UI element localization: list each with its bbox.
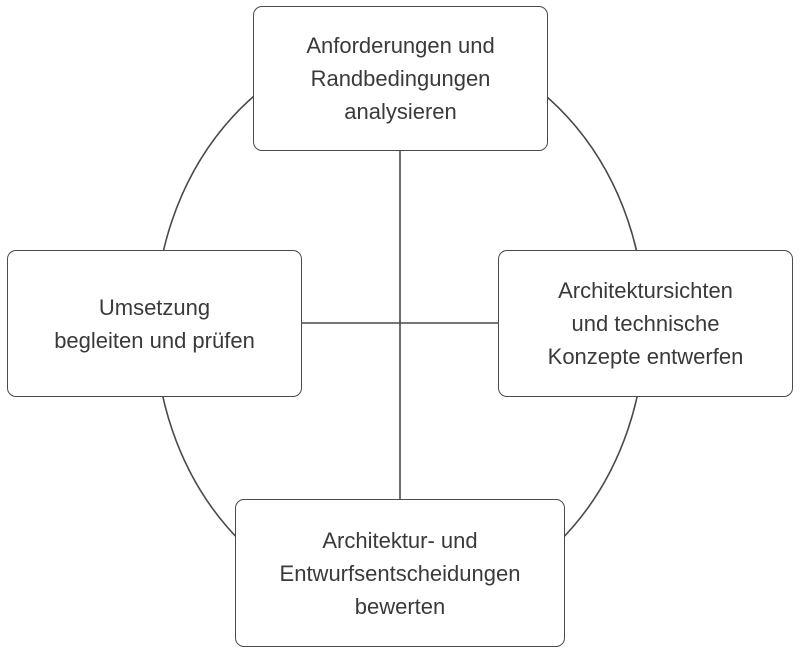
- node-label: Architektursichten und technische Konzep…: [548, 274, 744, 373]
- node-label-line: Anforderungen und: [306, 33, 495, 58]
- node-label-line: Architektur- und: [322, 527, 478, 553]
- node-label-line: Konzepte entwerfen: [547, 344, 744, 369]
- node-label-line: und technische: [571, 311, 720, 336]
- node-label: Architektur- und Entwurfsentscheidungen …: [280, 524, 521, 623]
- node-label-line: analysieren: [344, 99, 457, 124]
- node-label-line: begleiten und prüfen: [54, 327, 255, 353]
- node-label: Anforderungen und Randbedingungen analys…: [306, 29, 494, 128]
- node-evaluate-decisions: Architektur- und Entwurfsentscheidungen …: [235, 499, 565, 647]
- node-label-line: Randbedingungen: [310, 66, 491, 91]
- node-architecture-views: Architektursichten und technische Konzep…: [498, 250, 793, 397]
- node-label-line: Architektursichten: [558, 278, 733, 303]
- node-label-line: Entwurfsentscheidungen: [279, 560, 521, 586]
- node-implementation-review: Umsetzung begleiten und prüfen: [7, 250, 302, 397]
- node-requirements-analysis: Anforderungen und Randbedingungen analys…: [253, 6, 548, 151]
- node-label-line: bewerten: [354, 593, 446, 619]
- node-label: Umsetzung begleiten und prüfen: [54, 291, 255, 357]
- node-label-line: Umsetzung: [98, 294, 211, 320]
